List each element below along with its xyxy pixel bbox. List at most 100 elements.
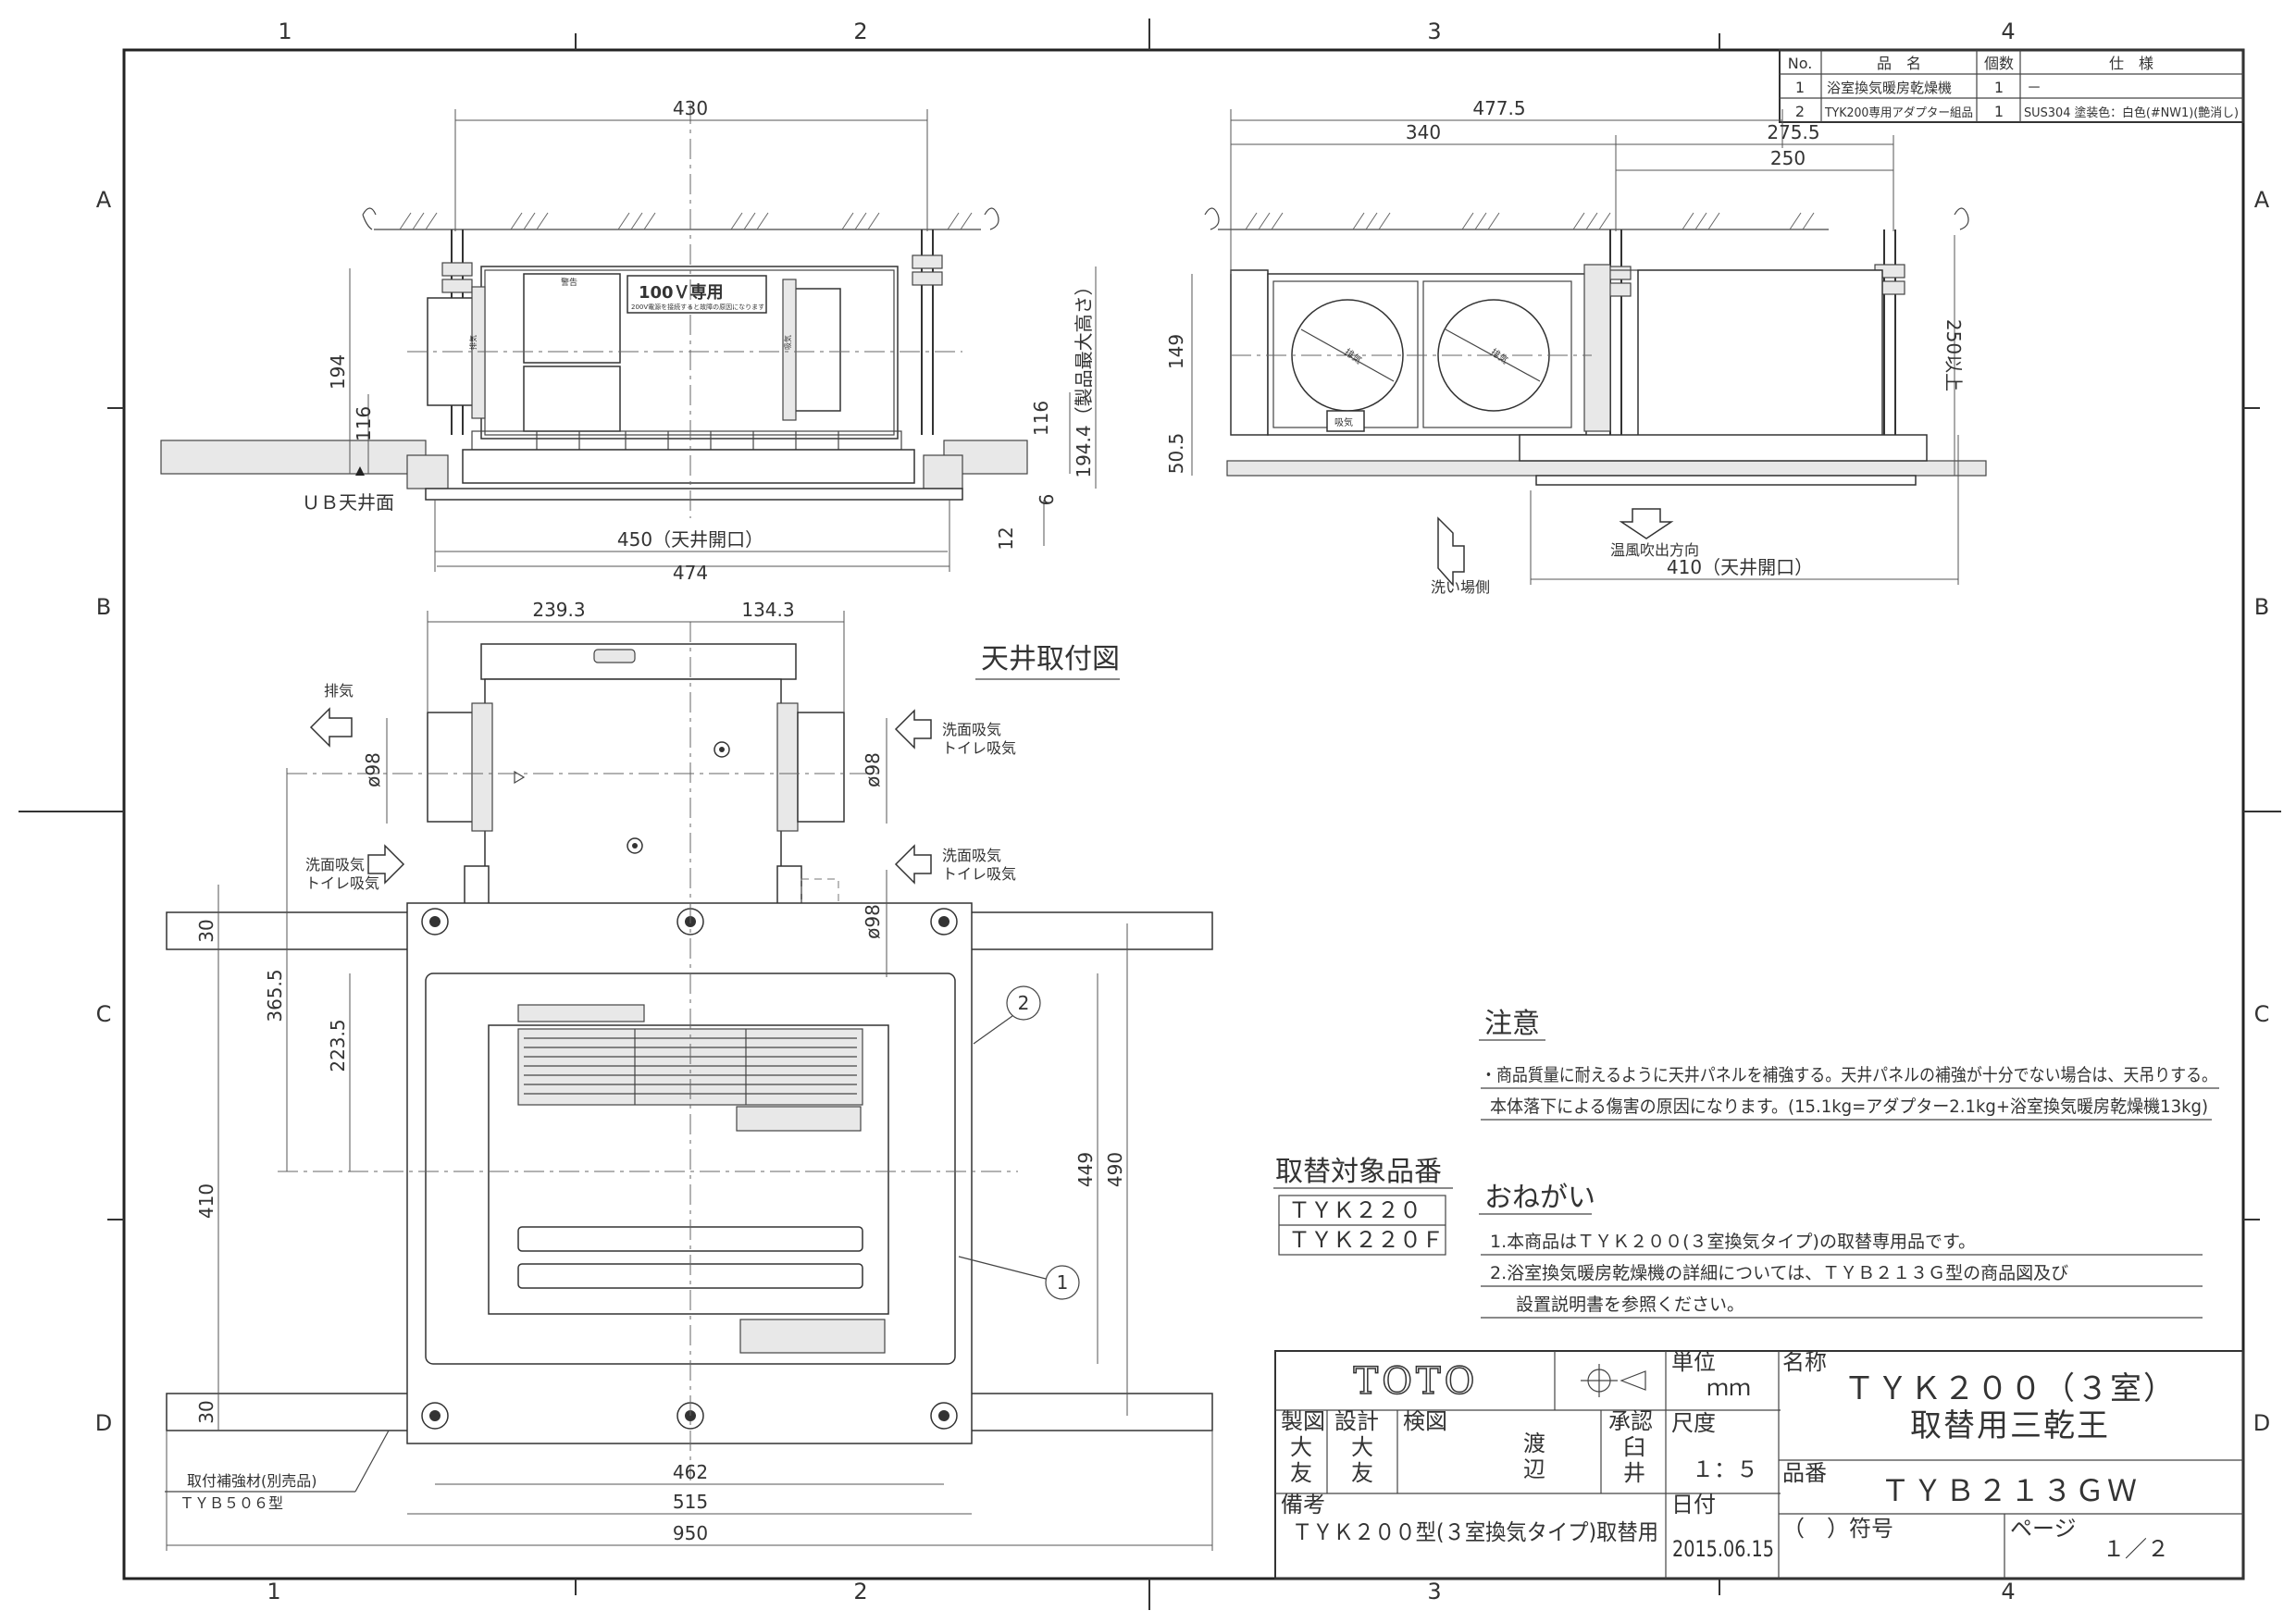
zone-left-b: B <box>96 594 111 620</box>
scale-value: １：５ <box>1692 1456 1758 1482</box>
name-label: 名称 <box>1782 1349 1827 1375</box>
parts-header-qty: 個数 <box>1984 55 2014 72</box>
front-dim-6: 6 <box>1036 494 1058 506</box>
parts-row2-qty: 1 <box>1994 103 2004 120</box>
zone-left-c: C <box>96 1001 112 1027</box>
replace-title: 取替対象品番 <box>1275 1156 1442 1188</box>
plan-dim-950: 950 <box>673 1522 708 1544</box>
side-dim-275-5: 275.5 <box>1767 121 1819 143</box>
plan-dim-d98-left: ø98 <box>362 752 384 787</box>
zone-top-2: 2 <box>853 19 867 44</box>
parts-header-no: No. <box>1788 55 1813 72</box>
front-label-100v: 100Ｖ専用 <box>639 282 724 303</box>
approve-name-2: 井 <box>1623 1460 1645 1486</box>
plan-label-wash-intake-l: 洗面吸気 <box>305 856 365 873</box>
side-view <box>1191 109 1987 587</box>
part-label: 品番 <box>1782 1460 1827 1486</box>
zone-top-1: 1 <box>278 19 292 44</box>
toto-logo: TOTO <box>1354 1360 1479 1403</box>
plan-dim-134-3: 134.3 <box>741 599 794 621</box>
plan-title: 天井取付図 <box>981 643 1120 675</box>
approve-label: 承認 <box>1608 1408 1653 1434</box>
made-name-1: 大 <box>1290 1434 1312 1460</box>
front-view <box>160 104 1097 572</box>
zone-left-a: A <box>96 187 112 213</box>
side-dim-149: 149 <box>1165 334 1187 369</box>
front-label-exhaust-small: 排気 <box>468 335 478 350</box>
plan-dim-d98-right: ø98 <box>862 752 884 787</box>
parts-row1-spec: － <box>2027 79 2042 96</box>
remarks-label: 備考 <box>1281 1492 1325 1518</box>
front-label-intake-small: 吸気 <box>783 335 792 350</box>
unit-value: ｍｍ <box>1706 1375 1751 1401</box>
zone-bottom-3: 3 <box>1427 1579 1441 1604</box>
balloon-1: 1 <box>1057 1271 1069 1294</box>
parts-row1-no: 1 <box>1795 79 1805 96</box>
parts-row2-name: TYK200専用アダプター組品 <box>1824 106 1973 120</box>
parts-row1-name: 浴室換気暖房乾燥機 <box>1827 80 1952 96</box>
plan-dim-449: 449 <box>1074 1152 1097 1187</box>
unit-label: 単位 <box>1671 1349 1716 1375</box>
parts-header-spec: 仕 様 <box>2109 55 2153 72</box>
zone-right-b: B <box>2254 594 2269 620</box>
parts-table <box>1779 49 2244 123</box>
zone-right-a: A <box>2254 187 2270 213</box>
request-line-1: 1.本商品はＴＹＫ２００(３室換気タイプ)の取替専用品です。 <box>1490 1232 1976 1252</box>
side-dim-opening-410: 410（天井開口） <box>1667 556 1813 578</box>
plan-dim-30-bottom: 30 <box>195 1400 217 1423</box>
parts-row2-no: 2 <box>1795 103 1805 120</box>
front-label-warning: 警告 <box>561 277 577 288</box>
check-name-2: 辺 <box>1523 1456 1545 1482</box>
plan-dim-462: 462 <box>673 1461 708 1483</box>
zone-top-4: 4 <box>2001 19 2015 44</box>
request-title: おねがい <box>1484 1182 1595 1214</box>
front-dim-194-4: 194.4（製品最大高さ） <box>1073 277 1095 477</box>
caution-title: 注意 <box>1484 1008 1540 1040</box>
side-dim-477-5: 477.5 <box>1472 97 1525 119</box>
title-block <box>1274 1350 2244 1580</box>
replace-item-2: ＴＹＫ２２０Ｆ <box>1288 1227 1444 1253</box>
date-value: 2015.06.15 <box>1672 1536 1774 1562</box>
zone-bottom-1: 1 <box>267 1579 280 1604</box>
page-value: １／２ <box>2103 1536 2169 1562</box>
plan-view <box>165 611 1213 1551</box>
parts-header-name: 品 名 <box>1877 55 1921 72</box>
approve-name-1: 臼 <box>1623 1434 1645 1460</box>
zone-right-d: D <box>2253 1410 2270 1436</box>
part-value: ＴＹＢ２１３ＧＷ <box>1880 1473 2140 1508</box>
zone-bottom-4: 4 <box>2001 1579 2015 1604</box>
plan-dim-30-top: 30 <box>195 919 217 942</box>
front-dim-116-right: 116 <box>1030 401 1052 436</box>
front-dim-116-left: 116 <box>353 406 375 441</box>
plan-label-exhaust: 排気 <box>324 682 354 700</box>
side-label-wash-side: 洗い場側 <box>1431 578 1490 596</box>
side-label-intake: 吸気 <box>1334 416 1353 428</box>
name-line-1: ＴＹＫ２００（３室） <box>1843 1370 2177 1407</box>
zone-top-3: 3 <box>1427 19 1441 44</box>
page-label: ページ <box>2010 1516 2077 1542</box>
check-name-1: 渡 <box>1523 1431 1545 1456</box>
check-label: 検図 <box>1403 1408 1447 1434</box>
balloon-2: 2 <box>1018 992 1030 1014</box>
plan-dim-515: 515 <box>673 1491 708 1513</box>
plan-label-toilet-intake-l: トイレ吸気 <box>305 874 379 892</box>
replace-item-1: ＴＹＫ２２０ <box>1288 1197 1421 1223</box>
front-dim-474: 474 <box>673 562 708 584</box>
parts-row2-spec: SUS304 塗装色：白色(#NW1)(艶消し) <box>2024 105 2239 120</box>
caution-line-1: ・商品質量に耐えるように天井パネルを補強する。天井パネルの補強が十分でない場合は… <box>1481 1065 2217 1085</box>
made-label: 製図 <box>1281 1408 1325 1434</box>
symbol-label: （ ）符号 <box>1782 1516 1893 1542</box>
remarks-value: ＴＹＫ２００型(３室換気タイプ)取替用 <box>1292 1519 1658 1545</box>
plan-label-toilet-intake-r2: トイレ吸気 <box>942 865 1016 883</box>
design-name-1: 大 <box>1351 1434 1373 1460</box>
front-dim-opening-450: 450（天井開口） <box>617 528 763 551</box>
request-line-3: 設置説明書を参照ください。 <box>1516 1295 1744 1315</box>
date-label: 日付 <box>1671 1492 1716 1518</box>
plan-dim-365-5: 365.5 <box>264 969 286 1022</box>
design-label: 設計 <box>1334 1408 1379 1434</box>
plan-dim-410: 410 <box>195 1183 217 1219</box>
zone-bottom-2: 2 <box>853 1579 867 1604</box>
design-name-2: 友 <box>1351 1460 1373 1486</box>
request-line-2: 2.浴室換気暖房乾燥機の詳細については、ＴＹＢ２１３Ｇ型の商品図及び <box>1490 1263 2068 1283</box>
side-dim-340: 340 <box>1406 121 1441 143</box>
